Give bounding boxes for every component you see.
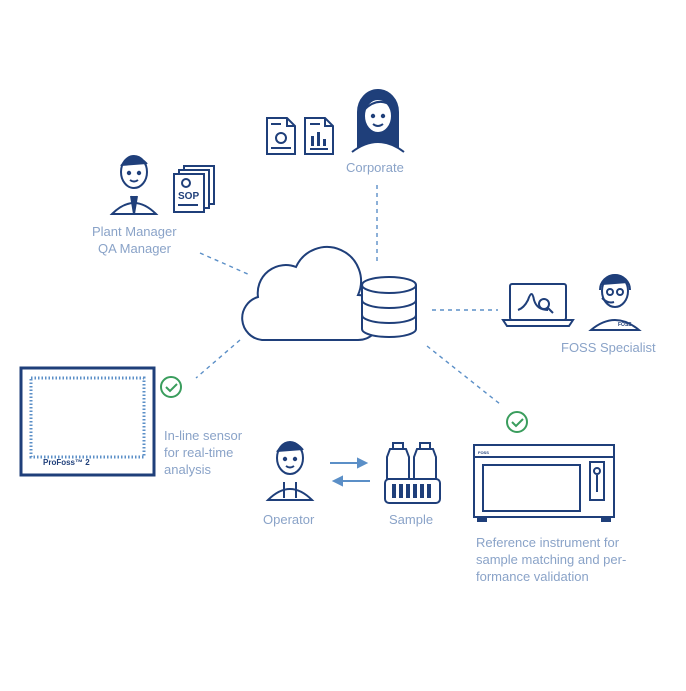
report-document-icon bbox=[266, 117, 296, 155]
operator-label: Operator bbox=[263, 512, 315, 527]
inline-sensor-label-line3: analysis bbox=[164, 462, 211, 477]
check-circle-icon bbox=[506, 411, 528, 433]
reference-instrument-label: Reference instrument for bbox=[476, 535, 620, 550]
headset-specialist-avatar-icon: FOSS bbox=[588, 274, 642, 331]
profoss-label: ProFoss™ 2 bbox=[43, 458, 90, 467]
exchange-arrows-icon bbox=[330, 457, 370, 487]
instrument-icon: FOSS bbox=[473, 444, 615, 522]
foss-badge-text: FOSS bbox=[618, 322, 632, 328]
operator-avatar-icon bbox=[265, 441, 315, 501]
reference-instrument-label-line3: formance validation bbox=[476, 569, 589, 584]
plant-manager-label: Plant Manager bbox=[92, 224, 177, 239]
sop-document-stack-icon: SOP bbox=[173, 165, 215, 213]
database-icon bbox=[361, 276, 417, 338]
check-circle-icon bbox=[160, 376, 182, 398]
corporate-label: Corporate bbox=[346, 160, 404, 175]
sample-bottles-icon bbox=[384, 442, 441, 504]
bar-chart-document-icon bbox=[304, 117, 334, 155]
inline-sensor-label: In-line sensor bbox=[164, 428, 243, 443]
reference-instrument-label-line2: sample matching and per- bbox=[476, 552, 627, 567]
laptop-spectrum-icon bbox=[501, 283, 575, 327]
foss-specialist-label: FOSS Specialist bbox=[561, 340, 656, 355]
connector-inline-sensor bbox=[195, 339, 241, 379]
profoss-device: ProFoss™ 2 bbox=[19, 366, 156, 477]
woman-avatar-icon bbox=[351, 89, 405, 153]
inline-sensor-label-line2: for real-time bbox=[164, 445, 234, 460]
sample-label: Sample bbox=[389, 512, 434, 527]
man-with-tie-avatar-icon bbox=[109, 155, 159, 215]
sop-text: SOP bbox=[178, 191, 199, 202]
qa-manager-label: QA Manager bbox=[98, 241, 171, 256]
connector-plant-manager bbox=[199, 252, 251, 276]
instrument-brand-text: FOSS bbox=[478, 450, 489, 455]
connector-reference-instrument bbox=[426, 345, 501, 405]
cloud-icon bbox=[241, 245, 382, 341]
